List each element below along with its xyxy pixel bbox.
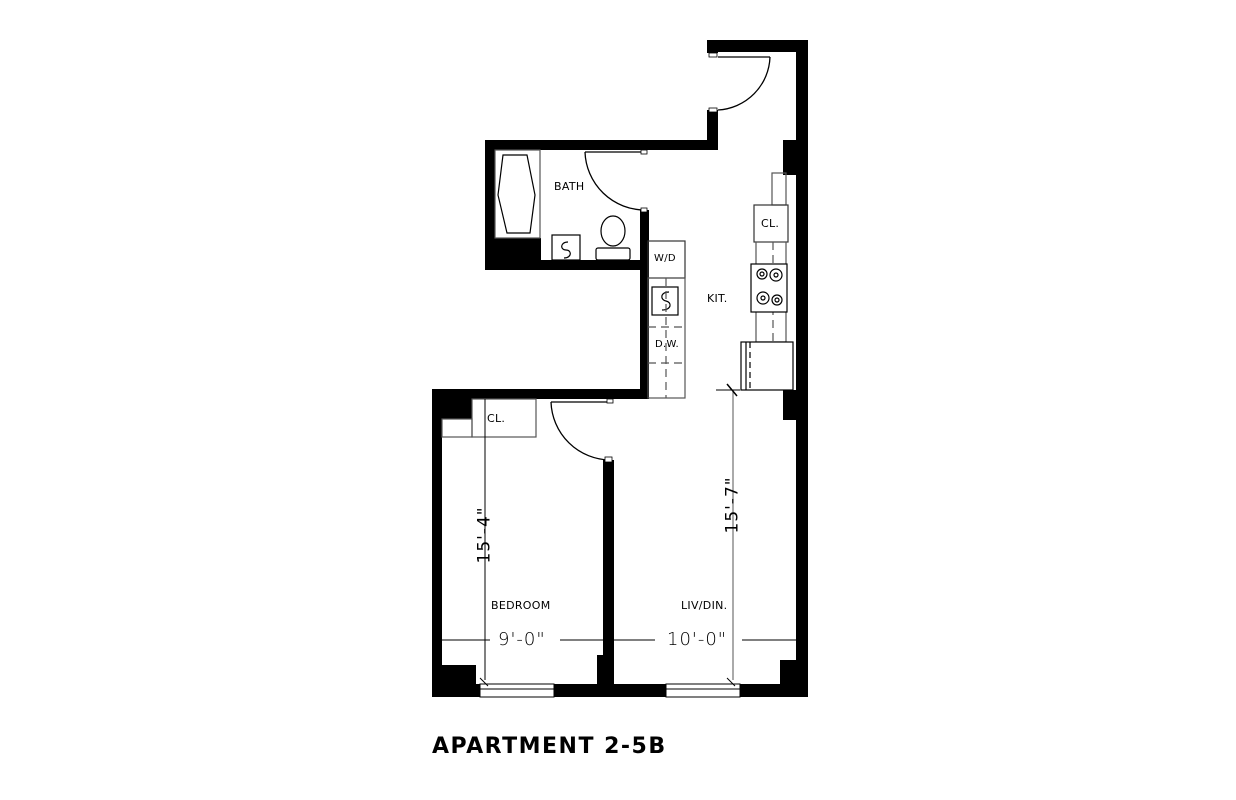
dimension-bedroom-length: 15'-4": [474, 506, 495, 564]
refrigerator: [740, 341, 794, 391]
room-label-kitchen: KIT.: [707, 292, 728, 305]
bedroom-closet: [441, 398, 537, 438]
plan-title: APARTMENT 2-5B: [432, 734, 667, 759]
range-burners: [756, 268, 783, 306]
doors: [550, 52, 771, 463]
room-label-bedroom: BEDROOM: [491, 599, 551, 612]
washer-dryer-label: W/D: [654, 253, 676, 264]
windows: [479, 683, 741, 698]
room-label-living: LIV/DIN.: [681, 599, 728, 612]
dimension-living-width: 10'-0": [667, 629, 728, 650]
dimension-living-length: 15'-7": [722, 476, 743, 534]
dimension-lines: [442, 383, 796, 687]
bath-fixtures: [494, 149, 631, 261]
walls: [432, 40, 808, 697]
room-label-bath: BATH: [554, 180, 585, 193]
kitchen-closet-label: CL.: [761, 217, 780, 230]
bedroom-closet-label: CL.: [487, 412, 506, 425]
dimension-bedroom-width: 9'-0": [498, 629, 546, 650]
dishwasher-label: D.W.: [655, 339, 679, 350]
